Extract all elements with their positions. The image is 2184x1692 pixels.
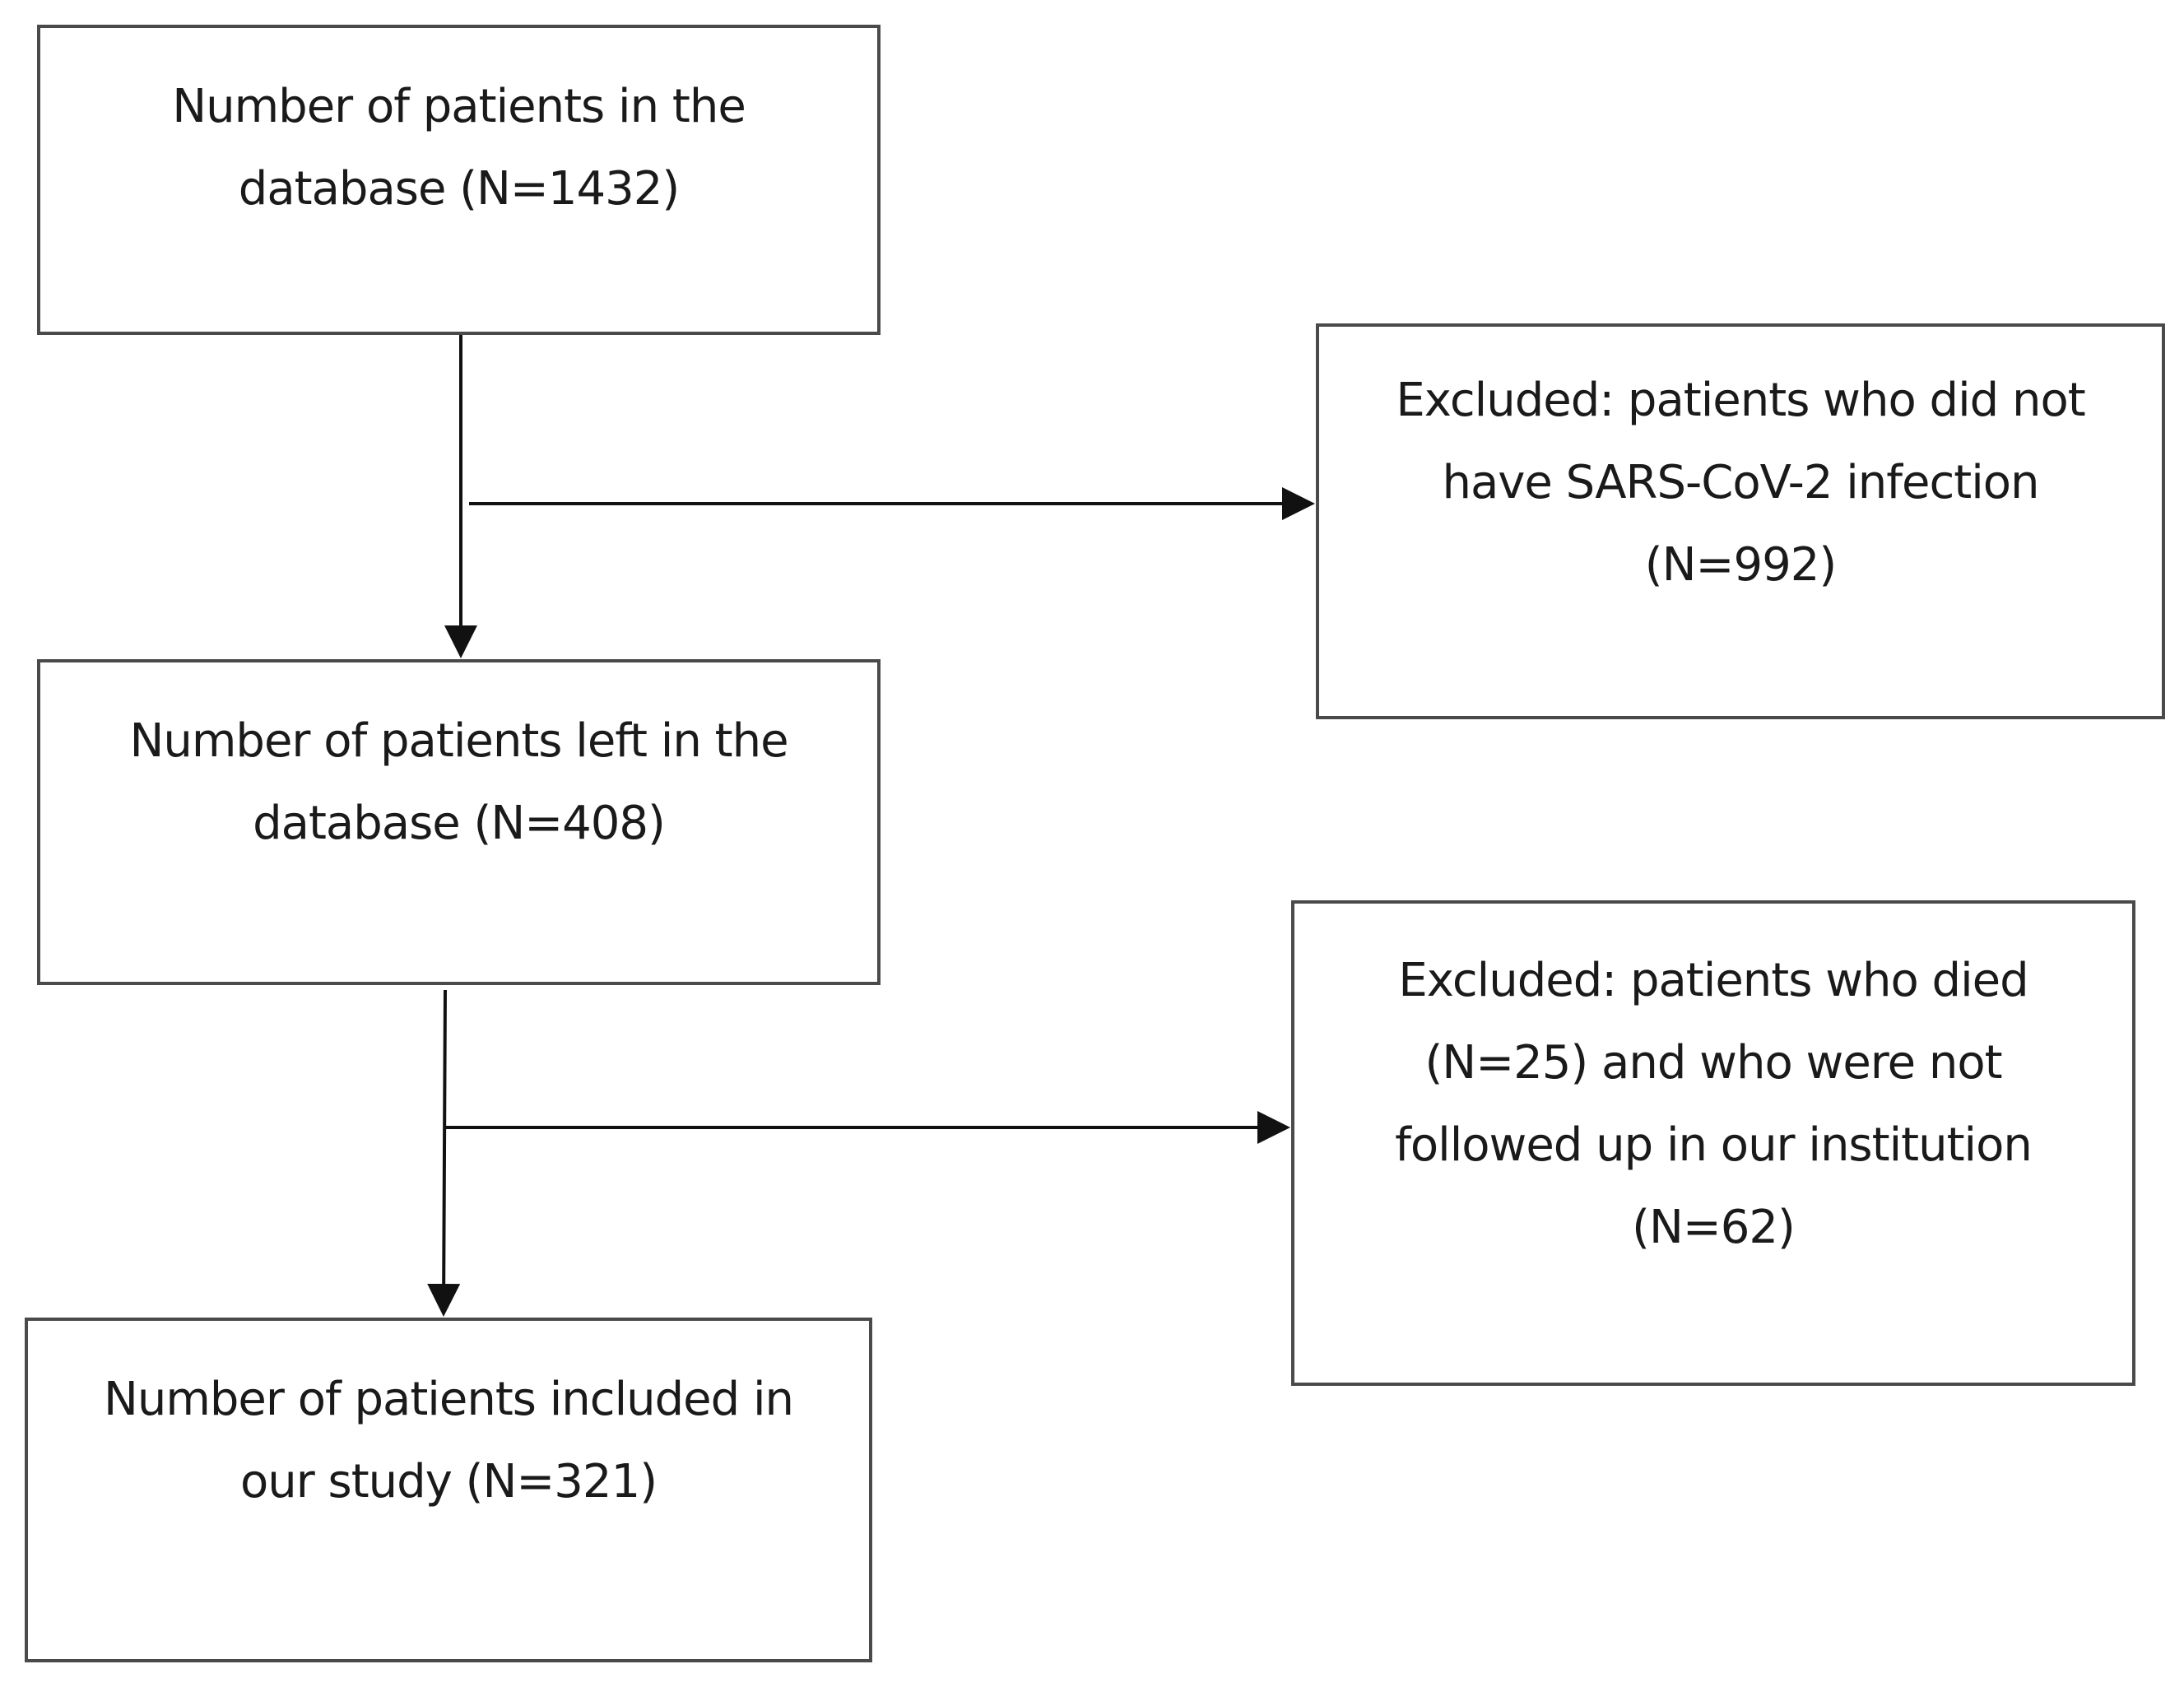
box-text-line: Number of patients in the	[172, 80, 746, 133]
box-patients-included: Number of patients included in our study…	[25, 1318, 872, 1662]
box-exclusion-no-infection: Excluded: patients who did not have SARS…	[1316, 323, 2165, 719]
box-patients-in-database: Number of patients in the database (N=14…	[37, 25, 881, 335]
box-exclusion-died-or-not-followed: Excluded: patients who died (N=25) and w…	[1291, 900, 2135, 1386]
box-text-line: Number of patients left in the	[129, 714, 788, 768]
box-text-line: (N=25) and who were not	[1424, 1036, 2002, 1090]
box-text-line: followed up in our institution	[1395, 1118, 2033, 1172]
box-text-line: have SARS-CoV-2 infection	[1442, 456, 2039, 509]
box-text-line: Number of patients included in	[103, 1373, 794, 1426]
arrow-left-to-included	[427, 989, 461, 1317]
box-patients-left-in-database: Number of patients left in the database …	[37, 659, 881, 985]
box-text-line: (N=992)	[1644, 538, 1837, 592]
box-text-line: database (N=1432)	[238, 162, 680, 216]
box-text-line: (N=62)	[1632, 1201, 1796, 1254]
box-text-line: Excluded: patients who died	[1398, 954, 2028, 1007]
box-text-line: database (N=408)	[253, 797, 666, 850]
box-text-line: our study (N=321)	[239, 1455, 658, 1508]
box-text-line: Excluded: patients who did not	[1396, 374, 2085, 427]
